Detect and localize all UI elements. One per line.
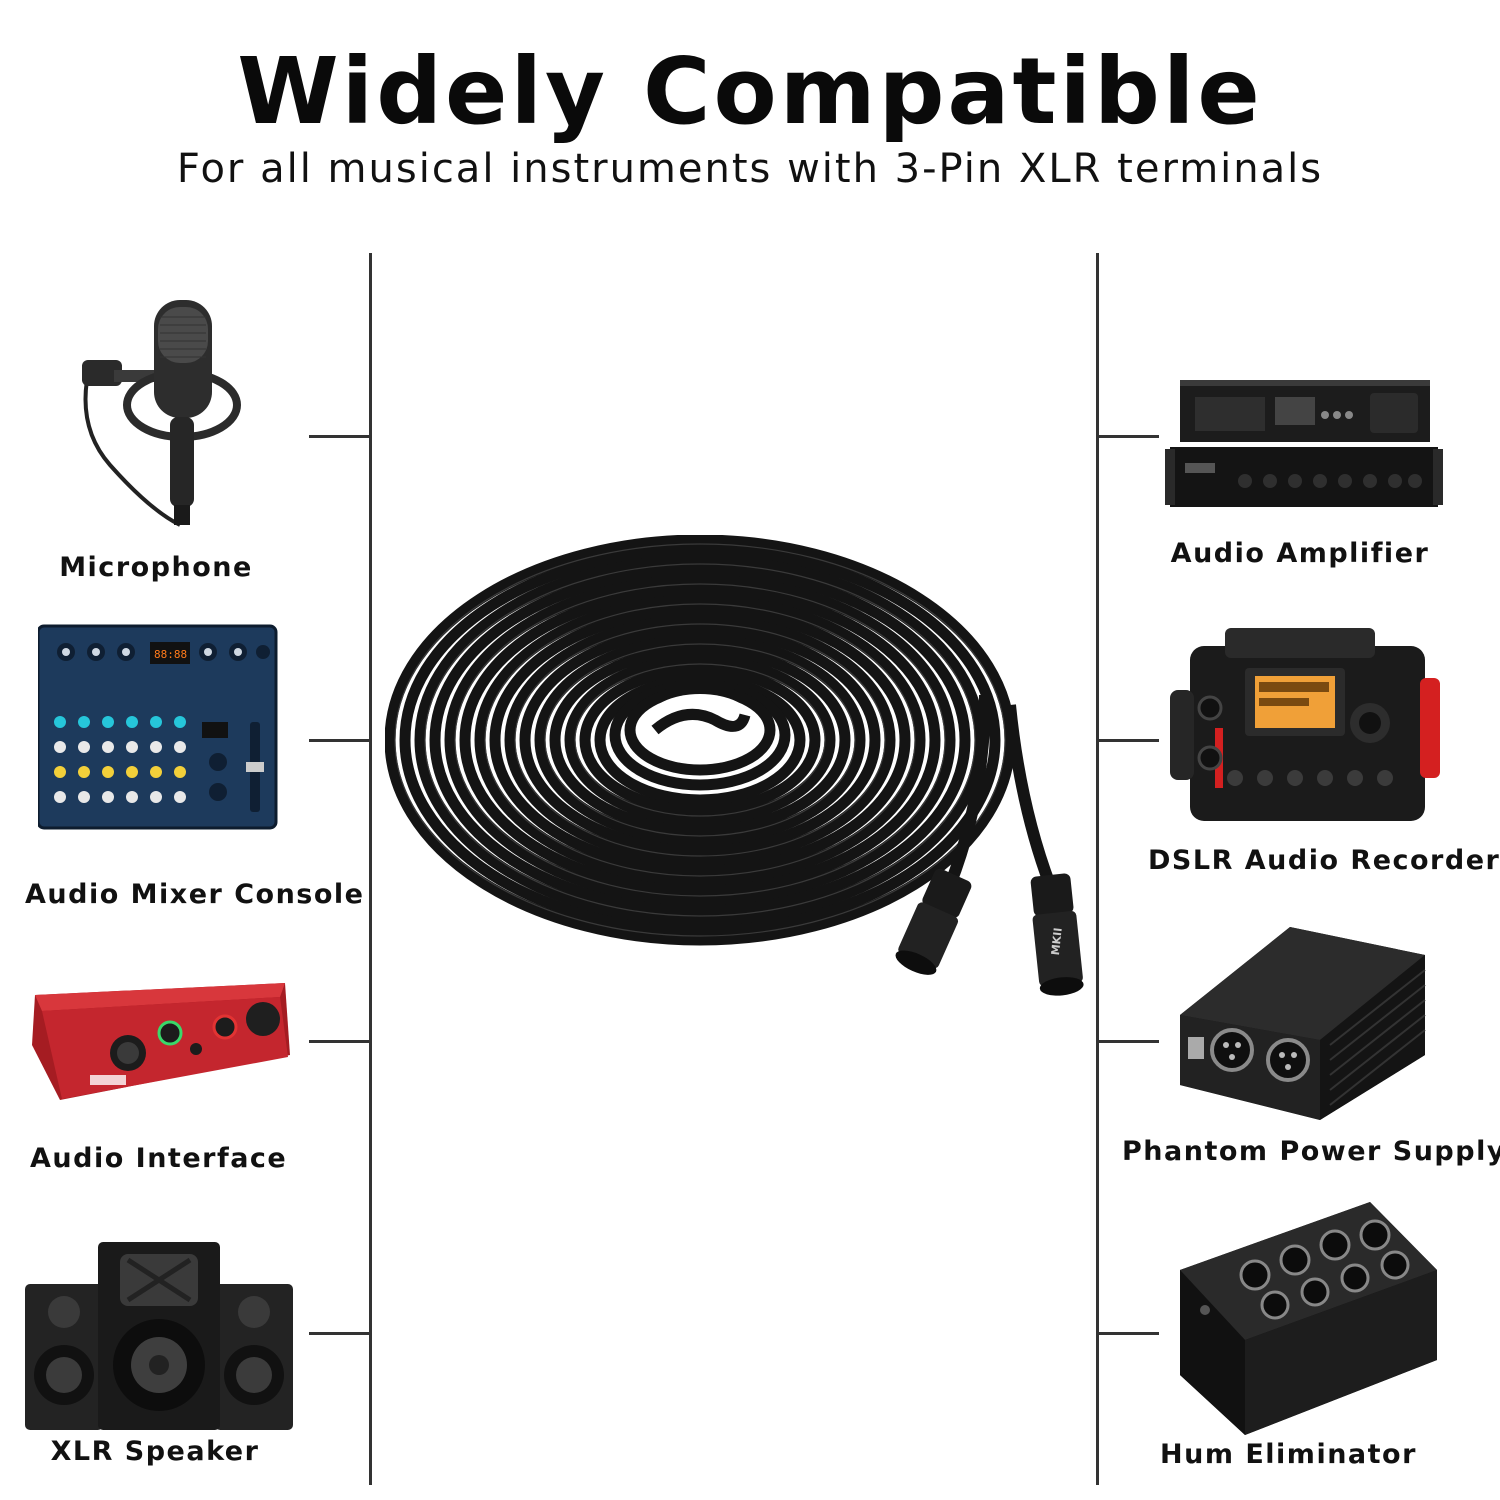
connector-interface	[309, 1040, 369, 1043]
phantom-power-icon	[1170, 925, 1435, 1125]
connector-hum	[1099, 1332, 1159, 1335]
device-label-mixer: Audio Mixer Console	[25, 879, 365, 910]
recorder-icon	[1165, 628, 1445, 823]
audio-interface-icon	[20, 975, 295, 1110]
connector-mixer	[309, 739, 369, 742]
left-divider-line	[369, 253, 372, 1485]
microphone-icon	[70, 295, 250, 545]
device-label-speaker: XLR Speaker	[50, 1436, 260, 1467]
device-label-recorder: DSLR Audio Recorder	[1148, 845, 1500, 876]
page-subtitle: For all musical instruments with 3-Pin X…	[176, 146, 1324, 192]
right-divider-line	[1096, 253, 1099, 1485]
speaker-icon	[20, 1240, 300, 1430]
amplifier-icon	[1165, 375, 1445, 510]
connector-phantom	[1099, 1040, 1159, 1043]
connector-amplifier	[1099, 435, 1159, 438]
device-label-amplifier: Audio Amplifier	[1170, 538, 1430, 569]
device-label-phantom: Phantom Power Supply	[1122, 1136, 1500, 1167]
connector-microphone	[309, 435, 369, 438]
device-label-microphone: Microphone	[59, 552, 253, 583]
device-label-interface: Audio Interface	[30, 1143, 288, 1174]
page-title: Widely Compatible	[237, 38, 1263, 145]
xlr-cable-coil-icon	[385, 535, 1095, 1010]
hum-eliminator-icon	[1175, 1200, 1440, 1440]
mixer-console-icon: 88:88	[38, 622, 278, 830]
svg-text:88:88: 88:88	[154, 648, 187, 661]
connector-speaker	[309, 1332, 369, 1335]
connector-recorder	[1099, 739, 1159, 742]
device-label-hum: Hum Eliminator	[1160, 1439, 1417, 1470]
